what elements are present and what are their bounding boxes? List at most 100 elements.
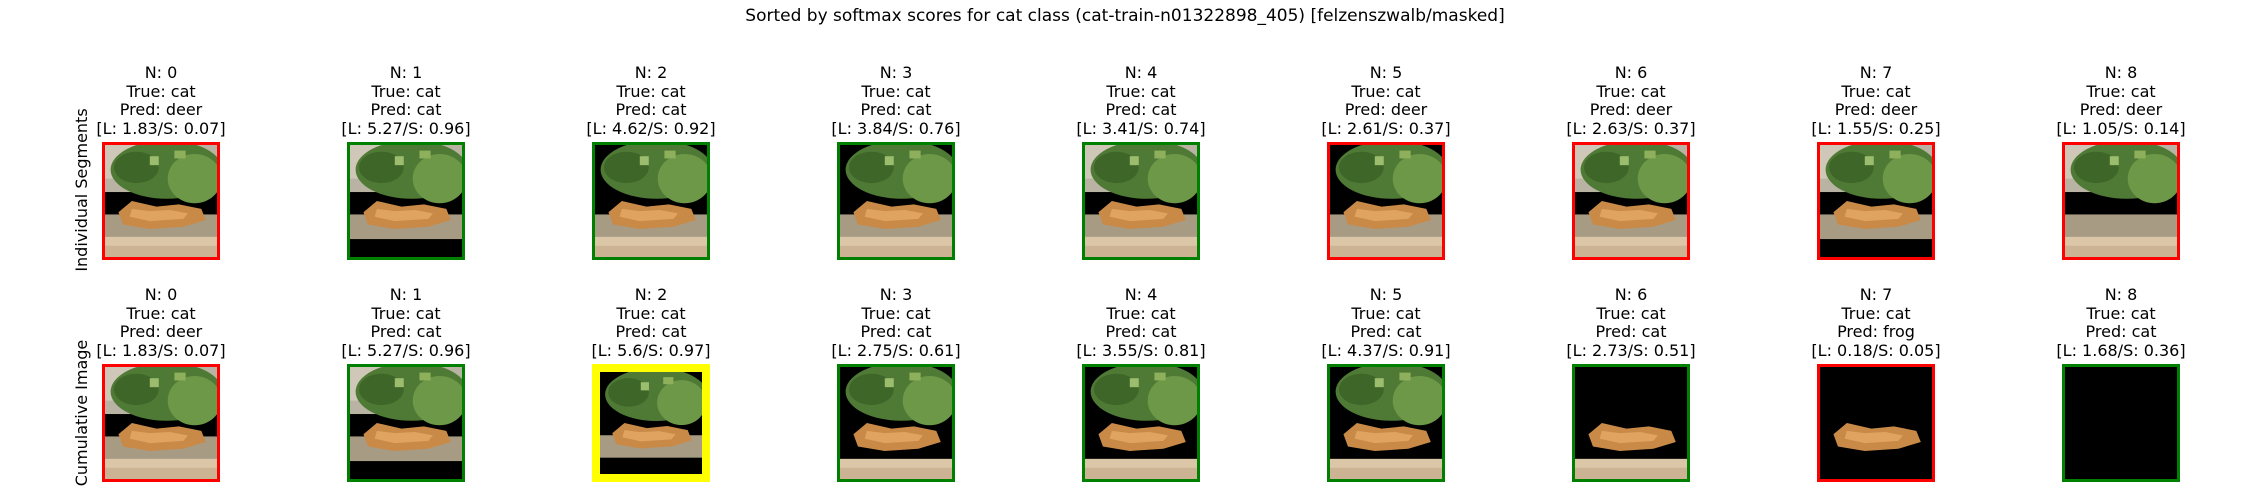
panel-index: N: 6	[1614, 285, 1648, 304]
image-thumbnail	[105, 367, 217, 479]
pred-label: Pred: cat	[1105, 100, 1177, 119]
score-label: [L: 1.83/S: 0.07]	[96, 340, 226, 360]
score-label: [L: 2.63/S: 0.37]	[1566, 118, 1696, 138]
panel-index: N: 1	[389, 285, 423, 304]
panel-index: N: 0	[144, 285, 178, 304]
true-label: True: cat	[371, 303, 441, 323]
score-label: [L: 1.83/S: 0.07]	[96, 118, 226, 138]
panel-index: N: 7	[1859, 63, 1893, 82]
true-label: True: cat	[616, 303, 686, 323]
masked-image	[1817, 364, 1935, 482]
pred-label: Pred: deer	[1344, 100, 1428, 119]
true-label: True: cat	[371, 81, 441, 101]
figure-title: Sorted by softmax scores for cat class (…	[745, 6, 1505, 26]
masked-image	[837, 364, 955, 482]
panel-index: N: 8	[2104, 63, 2138, 82]
score-label: [L: 2.73/S: 0.51]	[1566, 340, 1696, 360]
masked-image	[1082, 364, 1200, 482]
image-thumbnail	[105, 145, 217, 257]
true-label: True: cat	[1351, 81, 1421, 101]
masked-image	[592, 364, 710, 482]
masked-image	[1572, 364, 1690, 482]
pred-label: Pred: cat	[1350, 322, 1422, 341]
score-label: [L: 5.27/S: 0.96]	[341, 118, 471, 138]
image-thumbnail	[1330, 367, 1442, 479]
panel-index: N: 2	[634, 285, 668, 304]
pred-label: Pred: deer	[119, 322, 203, 341]
image-thumbnail	[600, 372, 702, 474]
image-thumbnail	[1330, 145, 1442, 257]
panel-index: N: 3	[879, 63, 913, 82]
score-label: [L: 5.27/S: 0.96]	[341, 340, 471, 360]
score-label: [L: 1.05/S: 0.14]	[2056, 118, 2186, 138]
image-thumbnail	[1575, 145, 1687, 257]
panel-index: N: 6	[1614, 63, 1648, 82]
score-label: [L: 5.6/S: 0.97]	[591, 340, 711, 360]
pred-label: Pred: cat	[1105, 322, 1177, 341]
pred-label: Pred: cat	[860, 322, 932, 341]
image-thumbnail	[350, 367, 462, 479]
score-label: [L: 3.41/S: 0.74]	[1076, 118, 1206, 138]
score-label: [L: 2.75/S: 0.61]	[831, 340, 961, 360]
score-label: [L: 1.55/S: 0.25]	[1811, 118, 1941, 138]
pred-label: Pred: deer	[1589, 100, 1673, 119]
panel-index: N: 5	[1369, 285, 1403, 304]
pred-label: Pred: deer	[1834, 100, 1918, 119]
true-label: True: cat	[126, 303, 196, 323]
true-label: True: cat	[1106, 303, 1176, 323]
pred-label: Pred: frog	[1837, 322, 1915, 341]
panel-index: N: 8	[2104, 285, 2138, 304]
image-thumbnail	[2065, 367, 2177, 479]
pred-label: Pred: deer	[2079, 100, 2163, 119]
panel-index: N: 4	[1124, 285, 1158, 304]
masked-image	[347, 142, 465, 260]
true-label: True: cat	[1351, 303, 1421, 323]
image-thumbnail	[1820, 367, 1932, 479]
image-thumbnail	[840, 145, 952, 257]
image-thumbnail	[595, 145, 707, 257]
score-label: [L: 4.37/S: 0.91]	[1321, 340, 1451, 360]
masked-image	[1817, 142, 1935, 260]
image-thumbnail	[1085, 145, 1197, 257]
true-label: True: cat	[1841, 81, 1911, 101]
masked-image	[1572, 142, 1690, 260]
masked-image	[1082, 142, 1200, 260]
pred-label: Pred: cat	[2085, 322, 2157, 341]
score-label: [L: 1.68/S: 0.36]	[2056, 340, 2186, 360]
score-label: [L: 0.18/S: 0.05]	[1811, 340, 1941, 360]
panel-index: N: 2	[634, 63, 668, 82]
pred-label: Pred: cat	[860, 100, 932, 119]
score-label: [L: 2.61/S: 0.37]	[1321, 118, 1451, 138]
image-thumbnail	[1820, 145, 1932, 257]
score-label: [L: 3.55/S: 0.81]	[1076, 340, 1206, 360]
image-thumbnail	[840, 367, 952, 479]
true-label: True: cat	[861, 303, 931, 323]
panel-index: N: 7	[1859, 285, 1893, 304]
masked-image	[592, 142, 710, 260]
